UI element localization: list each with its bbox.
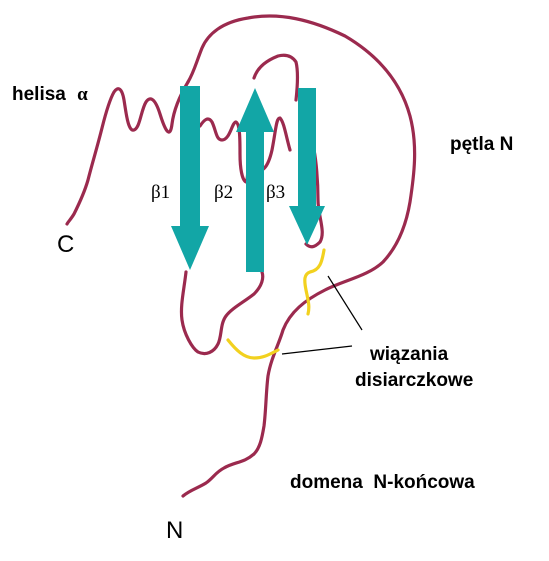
n-domain-label: domena N-końcowa	[290, 472, 475, 493]
strand-3-label: β3	[266, 182, 285, 203]
c-terminus-label: C	[57, 231, 74, 258]
disulfide-bond-2	[305, 250, 324, 314]
n-terminus-label: N	[166, 517, 183, 544]
beta-strand-1	[171, 86, 209, 270]
leader-line-bond-2	[328, 276, 362, 330]
strand-2-label: β2	[214, 182, 233, 203]
disulfide-label-line1: wiązania	[369, 344, 449, 365]
beta-strand-2	[236, 88, 274, 272]
helix-label-text: helisa	[12, 84, 66, 105]
alpha-symbol: α	[77, 84, 88, 105]
disulfide-bond-1	[228, 340, 278, 358]
loop-label: pętla N	[450, 134, 513, 155]
helix-label: helisa α	[12, 84, 88, 105]
leader-line-bond-1	[282, 346, 352, 354]
disulfide-label-line2: disiarczkowe	[355, 370, 473, 391]
strand-1-label: β1	[151, 182, 170, 203]
